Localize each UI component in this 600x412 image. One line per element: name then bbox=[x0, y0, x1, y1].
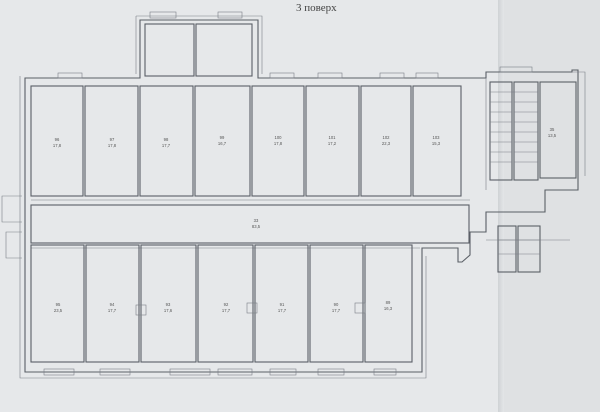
stair-room-id: 35 bbox=[550, 127, 555, 132]
room-labels-bottom: 95 23,5 94 17,7 93 17,6 92 17,7 91 17,7 … bbox=[54, 300, 393, 313]
room-89-id: 89 bbox=[386, 300, 391, 305]
windows-top bbox=[57, 11, 533, 79]
corridor-id: 33 bbox=[254, 218, 259, 223]
room-102-id: 102 bbox=[383, 135, 391, 140]
floor-title: 3 поверх bbox=[296, 2, 337, 14]
room-95-area: 23,5 bbox=[54, 308, 63, 313]
room-100-area: 17,8 bbox=[274, 141, 283, 146]
room-103-id: 103 bbox=[433, 135, 441, 140]
room-101-area: 17,2 bbox=[328, 141, 337, 146]
paper-fold bbox=[502, 0, 600, 412]
corridor-label: 33 83,5 bbox=[252, 218, 261, 229]
corridor-area: 83,5 bbox=[252, 224, 261, 229]
room-90-area: 17,7 bbox=[332, 308, 341, 313]
room-90-id: 90 bbox=[334, 302, 339, 307]
stair-room-area: 13,5 bbox=[548, 133, 557, 138]
room-98-id: 98 bbox=[164, 137, 169, 142]
room-98-area: 17,7 bbox=[162, 143, 171, 148]
room-96-id: 96 bbox=[55, 137, 60, 142]
room-89-area: 16,3 bbox=[384, 306, 393, 311]
room-102-area: 22,3 bbox=[382, 141, 391, 146]
room-101-id: 101 bbox=[329, 135, 337, 140]
room-labels-top: 96 17,8 97 17,8 98 17,7 99 16,7 100 17,8… bbox=[53, 135, 441, 148]
room-97-area: 17,8 bbox=[108, 143, 117, 148]
room-97-id: 97 bbox=[110, 137, 115, 142]
room-99-area: 16,7 bbox=[218, 141, 227, 146]
room-99-id: 99 bbox=[220, 135, 225, 140]
corridor bbox=[30, 199, 470, 249]
stair-room-label: 35 13,5 bbox=[548, 127, 557, 138]
paper-fold-shadow bbox=[498, 0, 504, 412]
stairwell bbox=[486, 81, 577, 273]
room-100-id: 100 bbox=[275, 135, 283, 140]
room-94-area: 17,7 bbox=[108, 308, 117, 313]
room-93-area: 17,6 bbox=[164, 308, 173, 313]
upper-rooms bbox=[30, 23, 462, 197]
room-92-area: 17,7 bbox=[222, 308, 231, 313]
room-95-id: 95 bbox=[56, 302, 61, 307]
room-92-id: 92 bbox=[224, 302, 229, 307]
lower-rooms bbox=[30, 244, 413, 363]
room-103-area: 15,3 bbox=[432, 141, 441, 146]
room-91-area: 17,7 bbox=[278, 308, 287, 313]
outer-walls bbox=[1, 15, 586, 379]
room-91-id: 91 bbox=[280, 302, 285, 307]
room-93-id: 93 bbox=[166, 302, 171, 307]
room-96-area: 17,8 bbox=[53, 143, 62, 148]
room-94-id: 94 bbox=[110, 302, 115, 307]
windows-bottom bbox=[43, 368, 397, 376]
